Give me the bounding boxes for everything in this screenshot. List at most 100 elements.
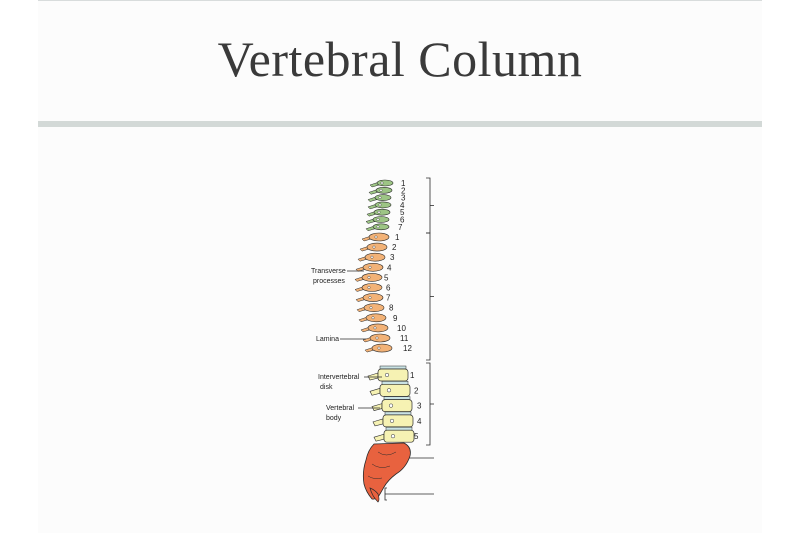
spinous-process	[371, 403, 383, 411]
title-divider	[38, 121, 762, 127]
lumbar-vertebra	[371, 396, 413, 412]
thoracic-vertebra	[360, 323, 389, 333]
cervical-vertebra	[367, 201, 392, 210]
vertebral-body	[364, 252, 386, 262]
label-intervertebral-line1: Intervertebral	[318, 374, 360, 381]
foramen	[376, 218, 380, 221]
lumbar-vertebra	[373, 426, 415, 443]
vertebral-body	[375, 187, 393, 194]
vertebral-body	[371, 343, 393, 353]
vertebral-body	[374, 194, 392, 201]
vertebral-body	[376, 179, 394, 187]
vertebral-body	[362, 262, 384, 272]
cervical-vertebra	[369, 179, 394, 188]
label-intervertebral-line2: disk	[320, 384, 333, 391]
cervical-number: 3	[401, 194, 406, 203]
foramen	[367, 286, 371, 289]
vertebral-body	[361, 273, 383, 282]
coccyx	[369, 487, 380, 503]
vertebral-body	[381, 399, 413, 412]
lumbar-vertebra	[372, 411, 414, 428]
thoracic-number: 10	[397, 324, 406, 333]
vertebral-body	[383, 429, 415, 443]
thoracic-number: 1	[395, 233, 400, 242]
vertebral-body	[374, 201, 392, 209]
spinous-process	[369, 387, 381, 396]
vertebrae-group	[354, 179, 415, 443]
foramen	[377, 210, 381, 214]
vertebral-body	[369, 333, 391, 343]
label-vertebral-line2: body	[326, 415, 342, 422]
foramen	[369, 306, 373, 310]
intervertebral-disk	[383, 396, 411, 400]
vertebral-body	[363, 303, 385, 313]
label-vertebral-line1: Vertebral	[326, 405, 354, 412]
sacrum	[362, 442, 411, 500]
foramen	[384, 372, 390, 378]
top-border	[38, 0, 762, 1]
foramen	[388, 403, 394, 408]
foramen	[386, 388, 392, 393]
foramen	[368, 296, 372, 299]
thoracic-vertebra	[354, 273, 383, 282]
vertebral-body	[373, 208, 391, 216]
foramen	[373, 326, 377, 330]
intervertebral-disk	[379, 365, 407, 370]
foramen	[367, 275, 371, 279]
thoracic-vertebra	[361, 232, 390, 242]
cervical-vertebra	[365, 223, 390, 232]
slide-title: Vertebral Column	[217, 31, 583, 87]
vertebral-body	[372, 223, 390, 231]
thoracic-vertebra	[362, 333, 391, 343]
thoracic-number: 8	[389, 304, 394, 313]
sacrum-ridge	[367, 475, 383, 479]
lumbar-vertebra	[367, 365, 409, 382]
vertebral-body	[366, 242, 388, 252]
foramen	[370, 255, 374, 259]
region-brackets	[384, 177, 434, 501]
foramen	[376, 225, 380, 229]
vertebral-body	[379, 383, 411, 397]
thoracic-number: 7	[386, 294, 391, 303]
foramen	[377, 346, 381, 350]
vertebral-body	[382, 414, 414, 428]
vertebral-body	[368, 232, 390, 242]
thoracic-bracket	[426, 232, 431, 361]
vertebral-body	[372, 216, 390, 223]
thoracic-vertebra	[364, 343, 393, 353]
label-transverse-line2: processes	[313, 278, 345, 285]
foramen	[374, 235, 378, 239]
cervical-vertebra	[367, 194, 392, 202]
foramen	[368, 265, 372, 269]
cervical-vertebra	[365, 216, 390, 224]
foramen	[375, 336, 379, 340]
foramen	[371, 316, 375, 320]
thoracic-number: 4	[387, 263, 392, 272]
vertebral-body	[367, 323, 389, 333]
foramen	[389, 418, 395, 423]
vertebral-body	[361, 283, 383, 292]
foramen	[378, 203, 382, 207]
cervical-number: 5	[400, 208, 405, 217]
cervical-vertebra	[366, 208, 391, 217]
cervical-bracket	[426, 177, 431, 234]
thoracic-vertebra	[358, 313, 387, 323]
thoracic-vertebra	[354, 283, 383, 292]
lumbar-number: 5	[414, 432, 419, 441]
spinous-process	[372, 418, 384, 427]
label-lamina: Lamina	[316, 336, 339, 343]
foramen	[380, 181, 384, 185]
intervertebral-disk	[384, 411, 412, 416]
cervical-number: 7	[398, 223, 403, 232]
lumbar-number: 2	[414, 386, 419, 395]
intervertebral-disk	[385, 426, 413, 431]
lumbar-number: 1	[410, 371, 415, 380]
thoracic-number: 12	[403, 344, 412, 353]
foramen	[390, 434, 396, 439]
lumbar-number: 4	[417, 417, 422, 426]
thoracic-vertebra	[356, 303, 385, 313]
lumbar-number: 3	[417, 402, 422, 411]
lumbar-vertebra	[369, 381, 411, 397]
